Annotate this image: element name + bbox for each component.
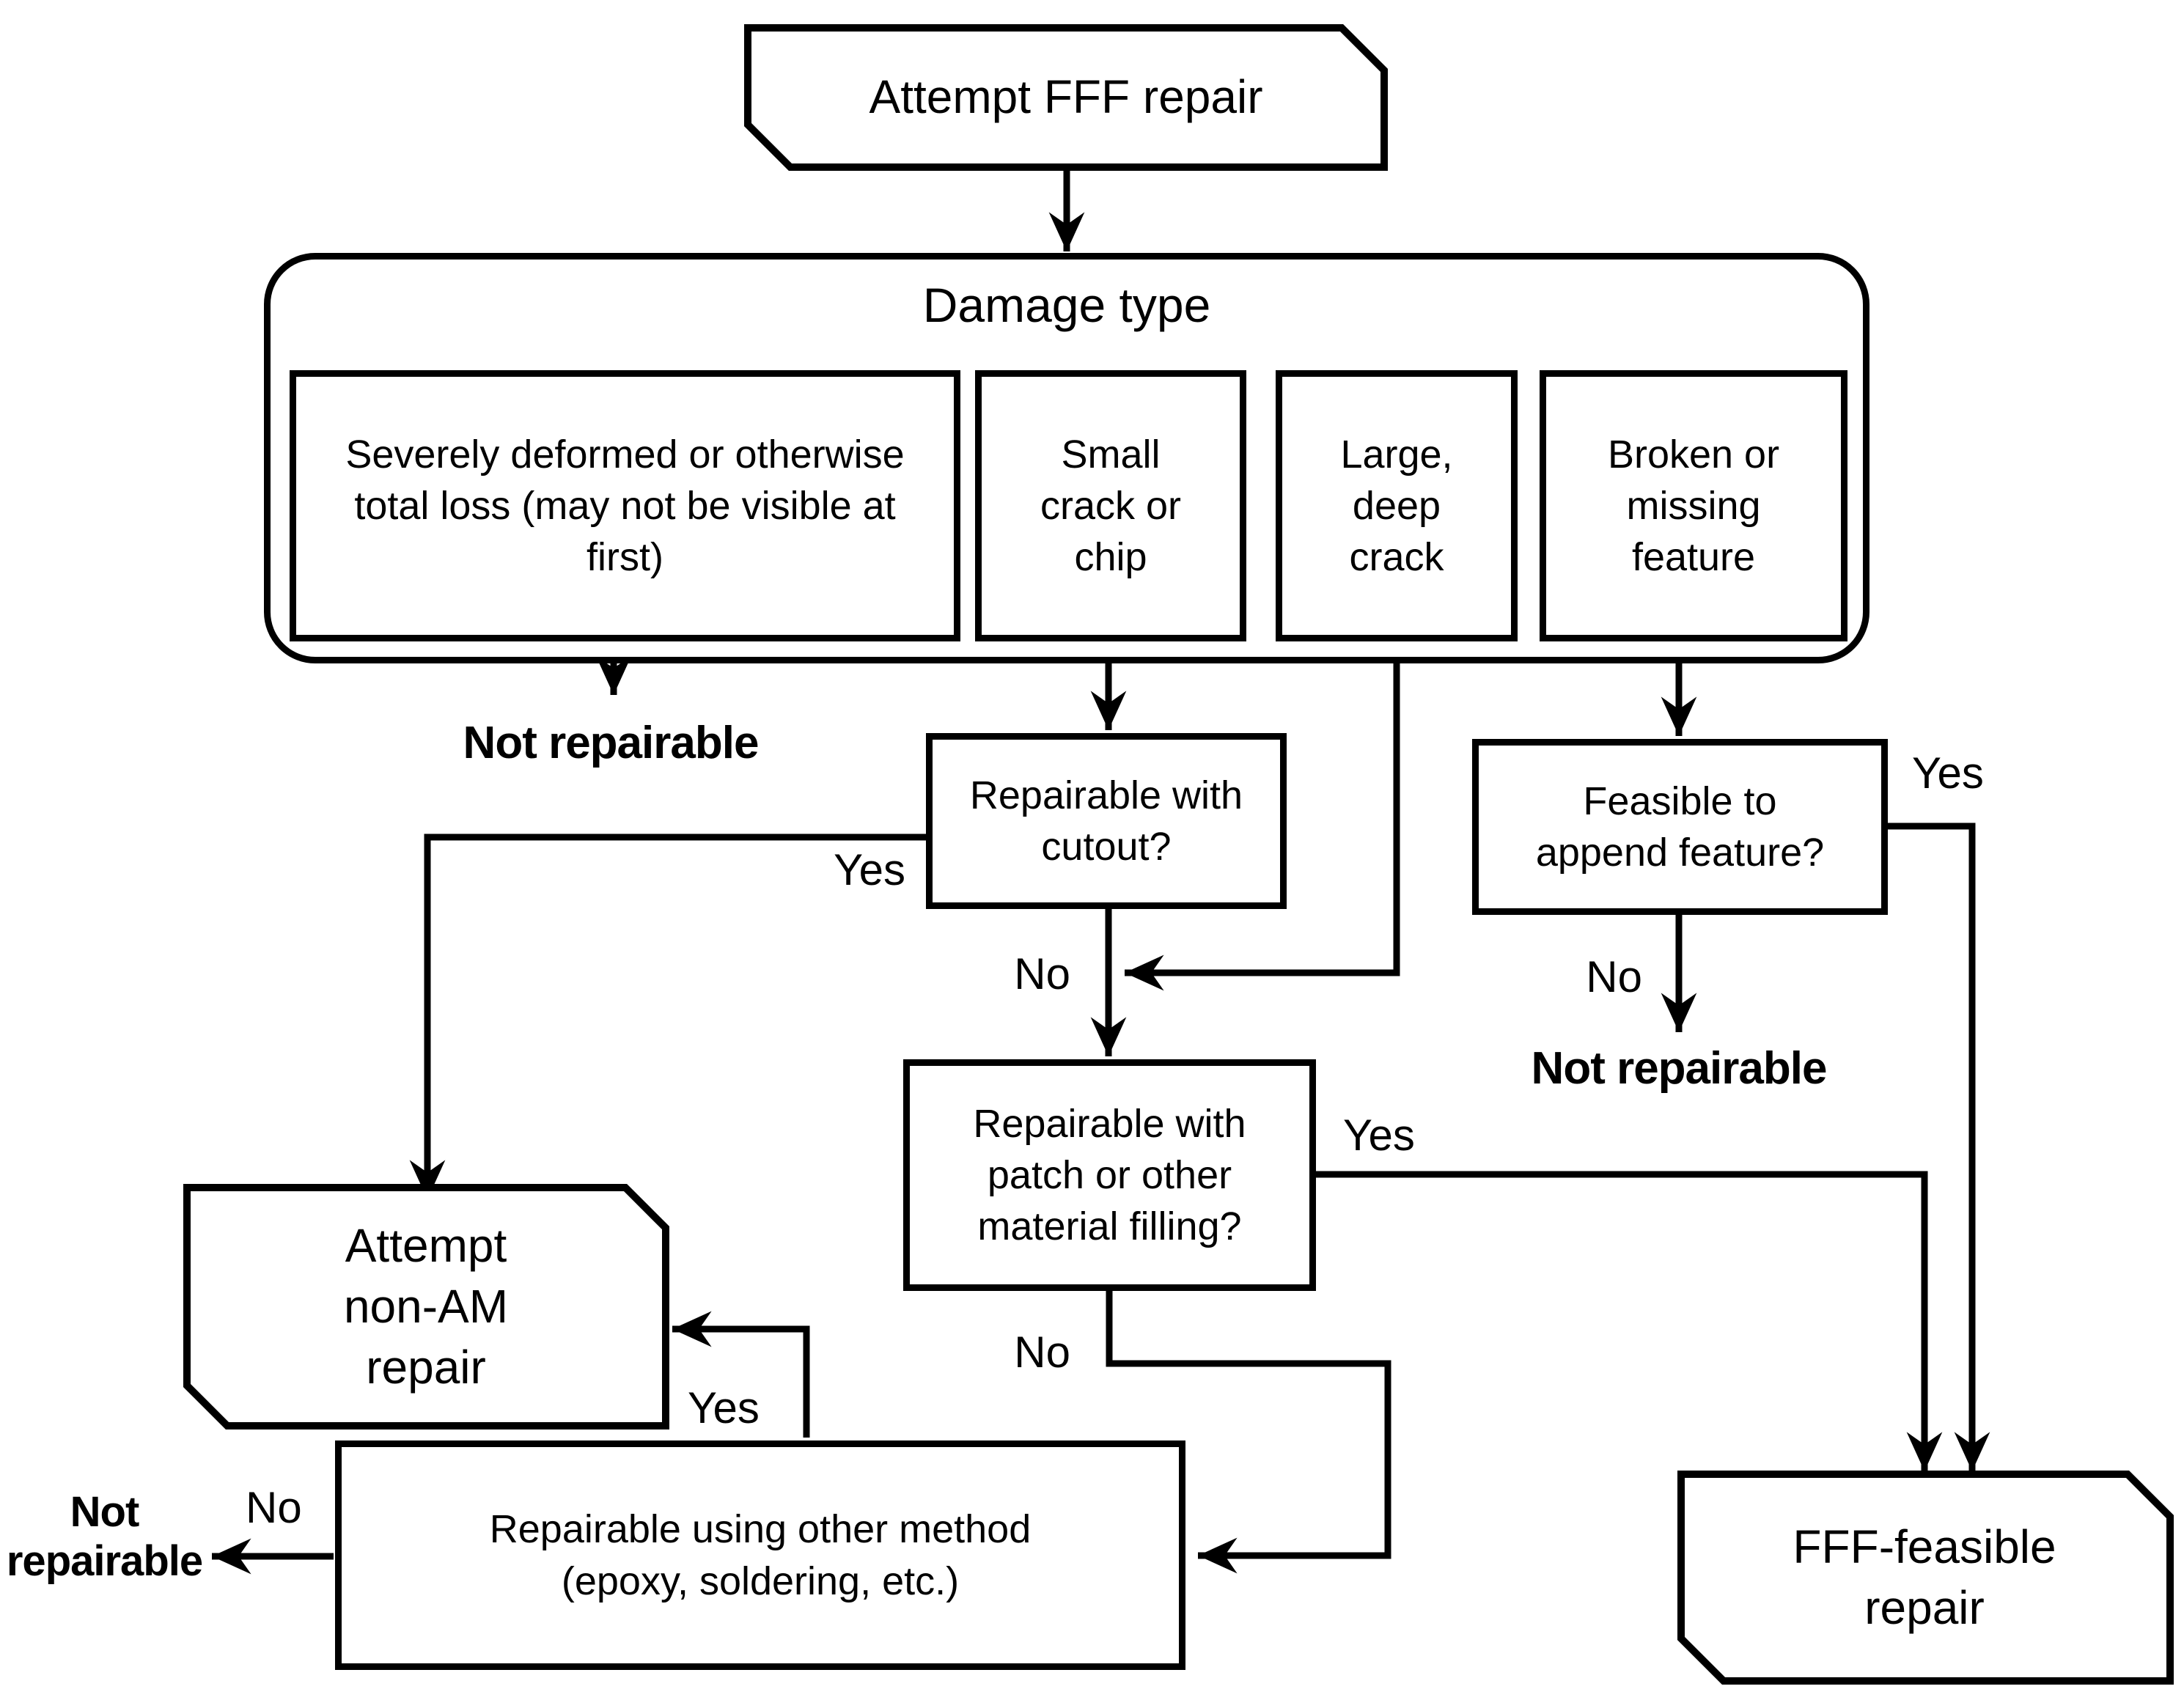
edge-other-yes <box>672 1311 810 1438</box>
damage-type-large-crack: Large, deep crack <box>1276 370 1518 641</box>
label-append-yes: Yes <box>1912 748 1984 798</box>
edge-cutout-yes <box>409 834 929 1199</box>
damage-type-title: Damage type <box>922 278 1211 332</box>
outcome-not-repairable-other: Not repairable <box>6 1488 203 1585</box>
fff-terminator-shape <box>1677 1471 2174 1685</box>
label-patch-no: No <box>1014 1328 1070 1377</box>
start-node-label: Attempt FFF repair <box>869 70 1263 124</box>
outcome-not-repairable-append: Not repairable <box>1531 1043 1828 1094</box>
label-patch-yes: Yes <box>1343 1111 1415 1160</box>
edge-patch-yes <box>1315 1171 1943 1471</box>
damage-type-small-crack: Small crack or chip <box>975 370 1246 641</box>
outcome-not-repairable-deformed: Not repairable <box>463 718 760 768</box>
non-am-terminator-shape <box>183 1184 669 1429</box>
label-append-no: No <box>1586 952 1642 1001</box>
decision-repairable-with-cutout: Repairable with cutout? <box>926 733 1287 909</box>
edge-patch-no <box>1106 1291 1391 1574</box>
decision-feasible-append-feature: Feasible to append feature? <box>1472 739 1888 915</box>
label-cutout-yes: Yes <box>834 845 905 894</box>
label-other-no: No <box>246 1483 302 1532</box>
edge-largecrack-to-no-junction <box>1125 643 1400 991</box>
start-terminator-shape <box>744 24 1388 171</box>
damage-type-severely-deformed: Severely deformed or otherwise total los… <box>290 370 960 641</box>
edge-append-yes <box>1886 823 1990 1471</box>
decision-repairable-with-patch: Repairable with patch or other material … <box>903 1059 1316 1291</box>
label-other-yes: Yes <box>688 1383 760 1432</box>
label-cutout-no: No <box>1014 949 1070 998</box>
damage-type-broken-missing: Broken or missing feature <box>1540 370 1847 641</box>
decision-repairable-other-method: Repairable using other method (epoxy, so… <box>335 1440 1185 1670</box>
fff-feasible-node-label: FFF-feasible repair <box>1793 1520 2056 1634</box>
non-am-node-label: Attempt non-AM repair <box>343 1218 509 1394</box>
